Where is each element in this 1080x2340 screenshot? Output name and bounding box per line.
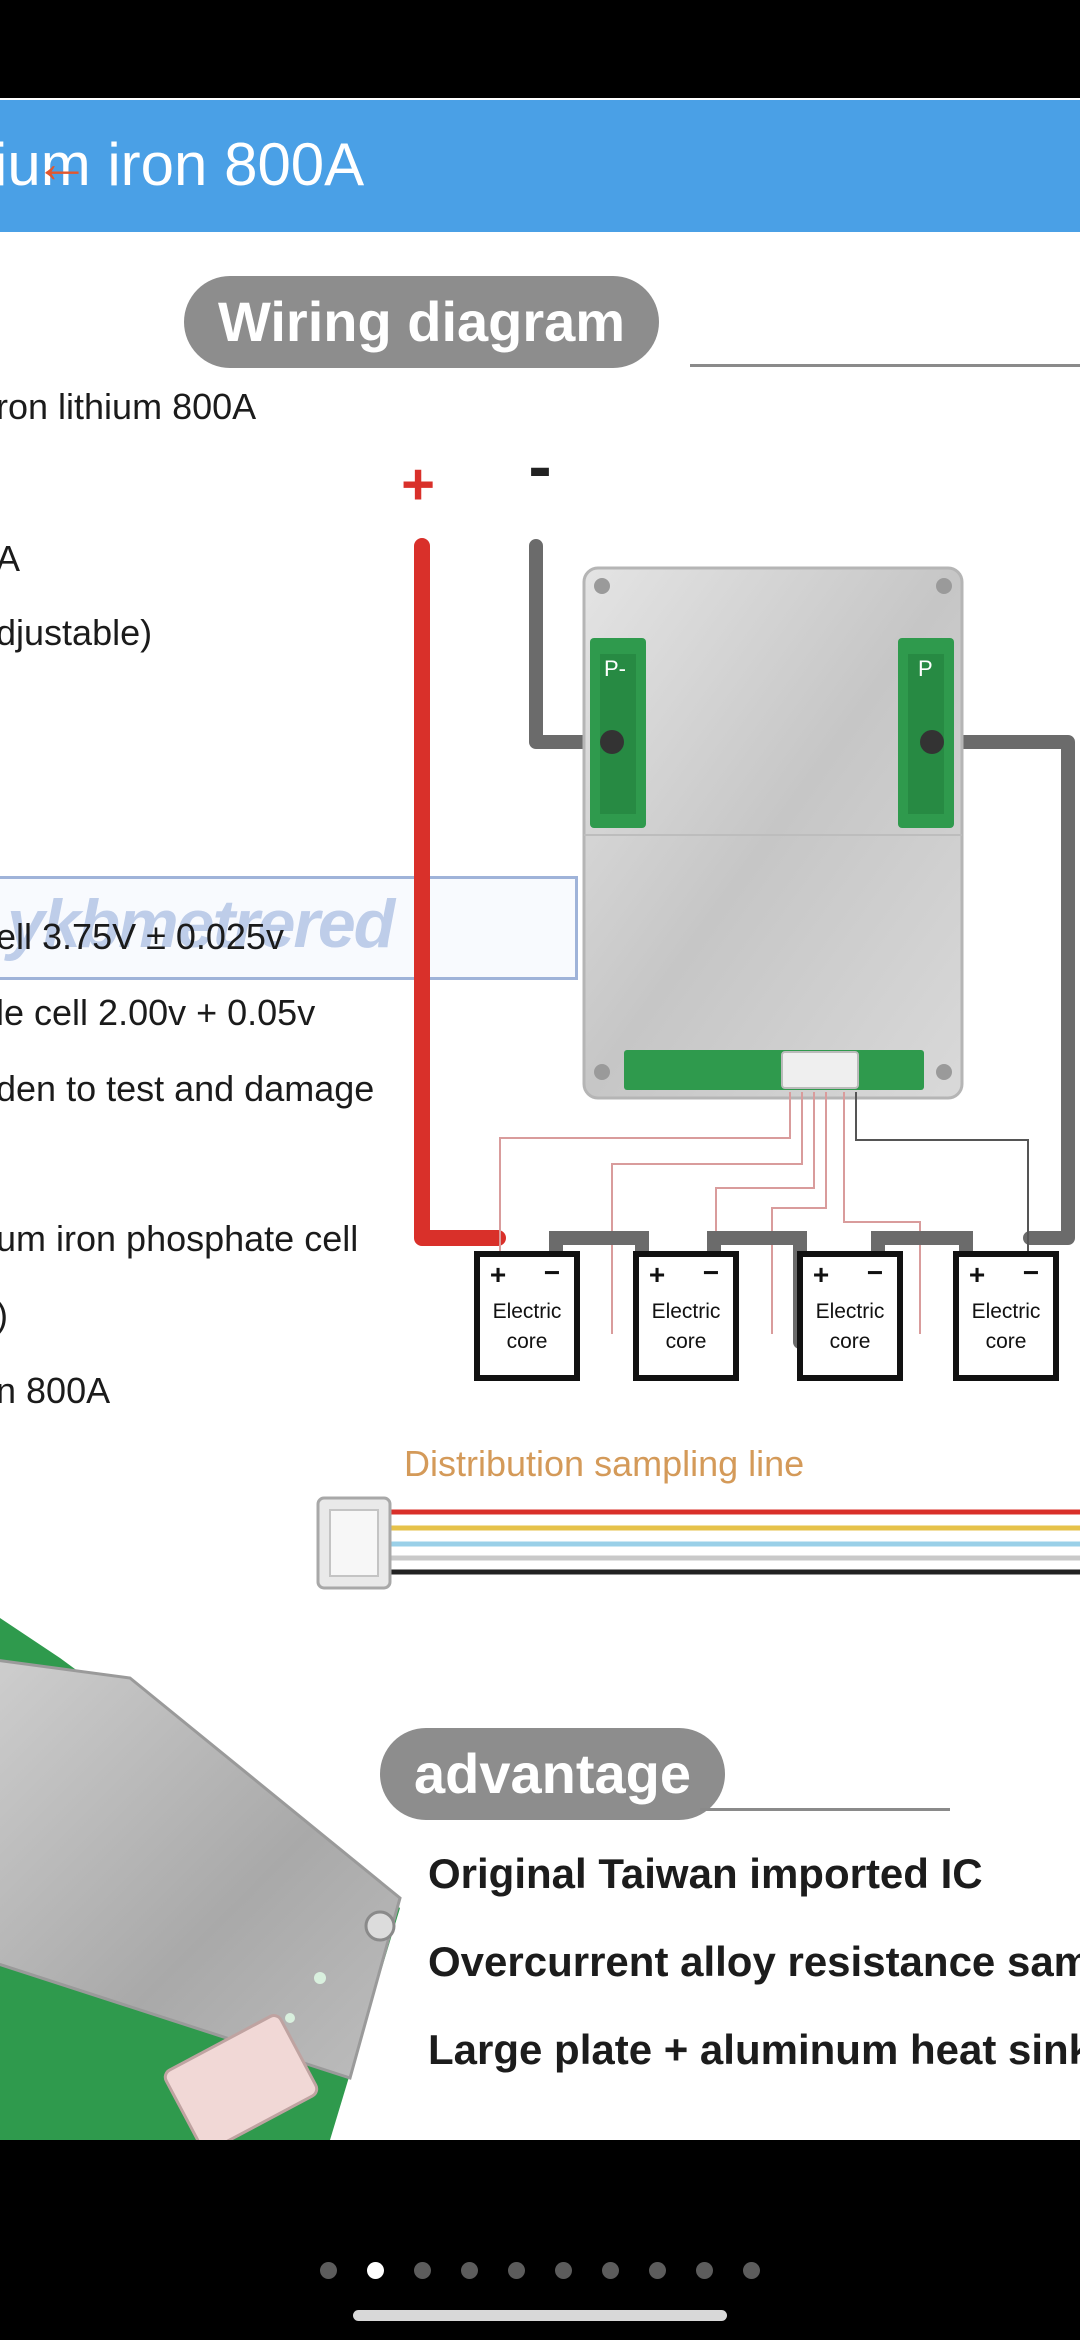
electric-core-cell: + − Electric core [953, 1251, 1059, 1381]
spec-line: um iron phosphate cell [0, 1218, 359, 1259]
svg-text:+: + [969, 1259, 985, 1290]
page-dot[interactable] [743, 2262, 760, 2279]
svg-text:Electric: Electric [652, 1300, 721, 1323]
watermark-frame: ykbmetrered [0, 876, 578, 980]
svg-text:core: core [666, 1330, 707, 1353]
product-image[interactable]: ium iron 800A ← Wiring diagram ron lithi… [0, 98, 1080, 2140]
spec-line: ) [0, 1294, 8, 1336]
svg-text:−: − [1023, 1257, 1039, 1288]
spec-line: le cell 2.00v + 0.05v [0, 992, 316, 1033]
electric-core-cell: + − Electric core [633, 1251, 739, 1381]
svg-text:core: core [830, 1330, 871, 1353]
svg-text:Electric: Electric [972, 1300, 1041, 1323]
viewer-footer [0, 2140, 1080, 2340]
bms-board: P- P [582, 566, 964, 1100]
page-dot[interactable] [414, 2262, 431, 2279]
page-dot[interactable] [602, 2262, 619, 2279]
spec-line: djustable) [0, 612, 153, 653]
advantage-item: Original Taiwan imported IC [428, 1850, 983, 1897]
svg-text:−: − [867, 1257, 883, 1288]
electric-core-cell: + − Electric core [797, 1251, 903, 1381]
svg-text:−: − [703, 1257, 719, 1288]
sampling-wires [499, 1092, 1029, 1334]
svg-text:core: core [986, 1330, 1027, 1353]
svg-text:−: − [544, 1257, 560, 1288]
electric-core-cell: + − Electric core [474, 1251, 580, 1381]
svg-text:Electric: Electric [816, 1300, 885, 1323]
page-dot[interactable] [461, 2262, 478, 2279]
positive-sign: + [401, 452, 435, 517]
heading-divider [700, 1808, 950, 1811]
watermark: ykbmetrered [7, 886, 395, 962]
connector-label-left: P- [604, 656, 626, 681]
series-links [549, 1231, 973, 1349]
spec-line: den to test and damage [0, 1068, 375, 1109]
back-arrow-icon[interactable]: ← [34, 131, 90, 194]
positive-wire [414, 538, 506, 1246]
page-indicator[interactable] [0, 2262, 1080, 2282]
home-indicator[interactable] [353, 2310, 727, 2321]
spec-line: A [0, 538, 21, 579]
connector-label-right: P [918, 656, 933, 681]
title-banner: ium iron 800A [0, 100, 1080, 232]
advantage-heading: advantage [380, 1728, 725, 1820]
bms-product-photo [0, 1618, 402, 2140]
image-title: ium iron 800A [0, 131, 365, 198]
svg-text:core: core [507, 1330, 548, 1353]
wiring-diagram: + - P- P [0, 427, 1080, 2140]
wiring-diagram-heading: Wiring diagram [184, 276, 660, 368]
advantage-item: Large plate + aluminum heat sink [428, 2026, 1080, 2073]
svg-text:+: + [649, 1259, 665, 1290]
sampling-cable [316, 1496, 1080, 1590]
spec-line: ell 3.75V ± 0.025v [0, 916, 284, 957]
sampling-line-label: Distribution sampling line [404, 1443, 804, 1484]
page-dot[interactable] [649, 2262, 666, 2279]
negative-sign: - [528, 427, 551, 505]
spec-line: n 800A [0, 1370, 111, 1411]
page-dot[interactable] [555, 2262, 572, 2279]
spec-line: ron lithium 800A [0, 386, 257, 427]
page-dot[interactable] [367, 2262, 384, 2279]
page-dot[interactable] [320, 2262, 337, 2279]
page-dot[interactable] [696, 2262, 713, 2279]
page-dot[interactable] [508, 2262, 525, 2279]
heading-divider [690, 364, 1080, 367]
svg-text:Electric: Electric [493, 1300, 562, 1323]
advantage-item: Overcurrent alloy resistance samp [428, 1938, 1080, 1985]
svg-text:+: + [490, 1259, 506, 1290]
svg-text:+: + [813, 1259, 829, 1290]
status-bar-area [0, 0, 1080, 98]
b-minus-wire [925, 735, 1075, 1245]
